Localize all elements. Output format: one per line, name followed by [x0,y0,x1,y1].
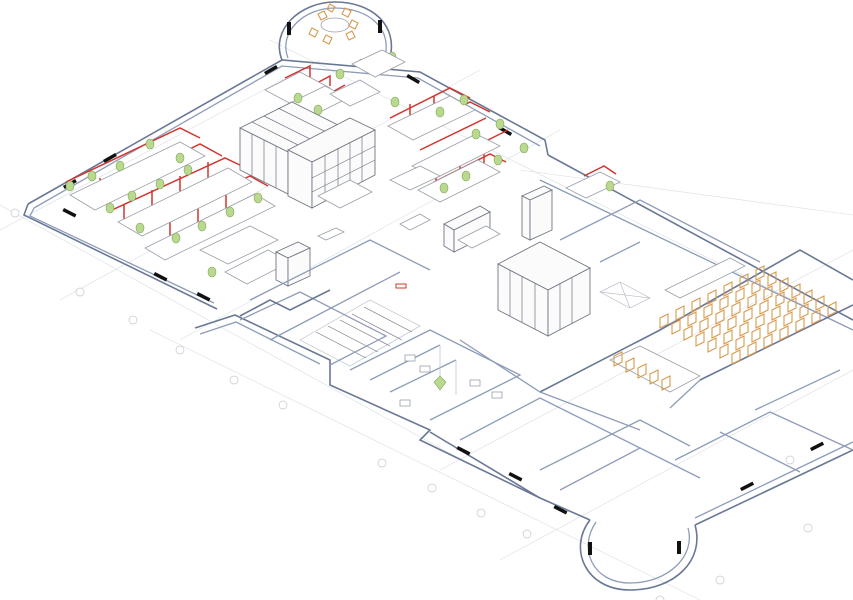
open-office-east [387,87,621,203]
round-lobby-south [579,519,698,591]
grid-markers [10,208,813,600]
storage-cabinets [238,101,591,337]
round-meeting-room [278,1,393,61]
meeting-chairs [308,3,359,45]
open-office-west [65,127,291,285]
open-office-north [264,49,406,117]
empty-rooms-south [459,199,853,491]
auditorium [609,257,837,393]
auditorium-seats [613,265,837,391]
misc-furniture [317,165,501,249]
red-marker [395,283,407,289]
building-outline [23,59,853,526]
central-stair [239,239,431,367]
restrooms [349,329,522,421]
